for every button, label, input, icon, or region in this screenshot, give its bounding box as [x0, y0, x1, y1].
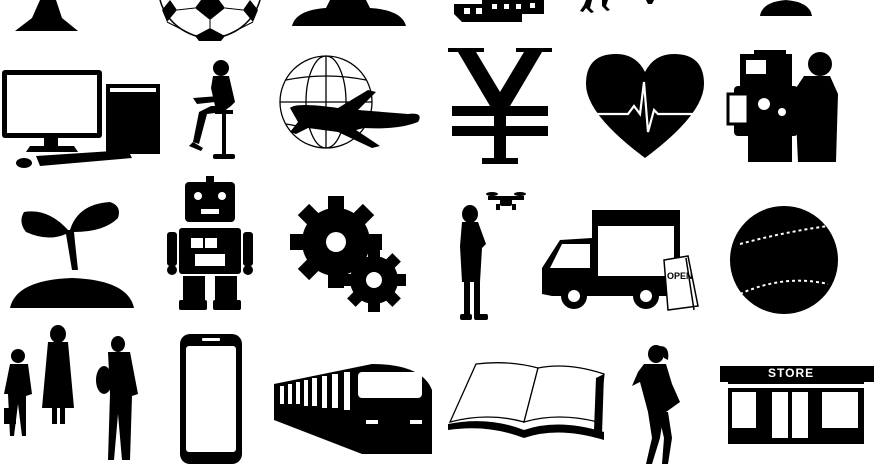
sprout-icon: [8, 196, 136, 312]
desktop-computer-icon: [0, 66, 165, 170]
camera-operator-icon: [724, 48, 842, 164]
walking-figures-icon: [580, 0, 660, 14]
bust-silhouette-icon: [290, 0, 408, 28]
mountain-icon: [10, 0, 80, 32]
drone-operator-icon: [456, 186, 526, 326]
store-icon: [718, 362, 876, 444]
smartphone-icon: [178, 332, 244, 464]
heartbeat-icon: [584, 52, 706, 162]
seated-laptop-person-icon: [185, 58, 245, 163]
baseball-icon: [728, 204, 840, 316]
globe-airplane-icon: [268, 50, 428, 152]
train-icon: [272, 360, 434, 456]
store-sign-label: STORE: [768, 366, 815, 380]
yen-sign-icon: [446, 46, 554, 166]
open-sign-label: OPEN: [667, 271, 693, 281]
gears-icon: [290, 196, 408, 314]
robot-icon: [165, 176, 255, 312]
food-truck-icon: [538, 206, 700, 312]
woman-on-phone-icon: [630, 342, 688, 464]
building-icon: [452, 0, 547, 24]
soccer-ball-icon: [155, 0, 265, 42]
commuters-icon: [0, 324, 145, 464]
open-book-icon: [448, 360, 606, 442]
dish-icon: [758, 0, 814, 18]
